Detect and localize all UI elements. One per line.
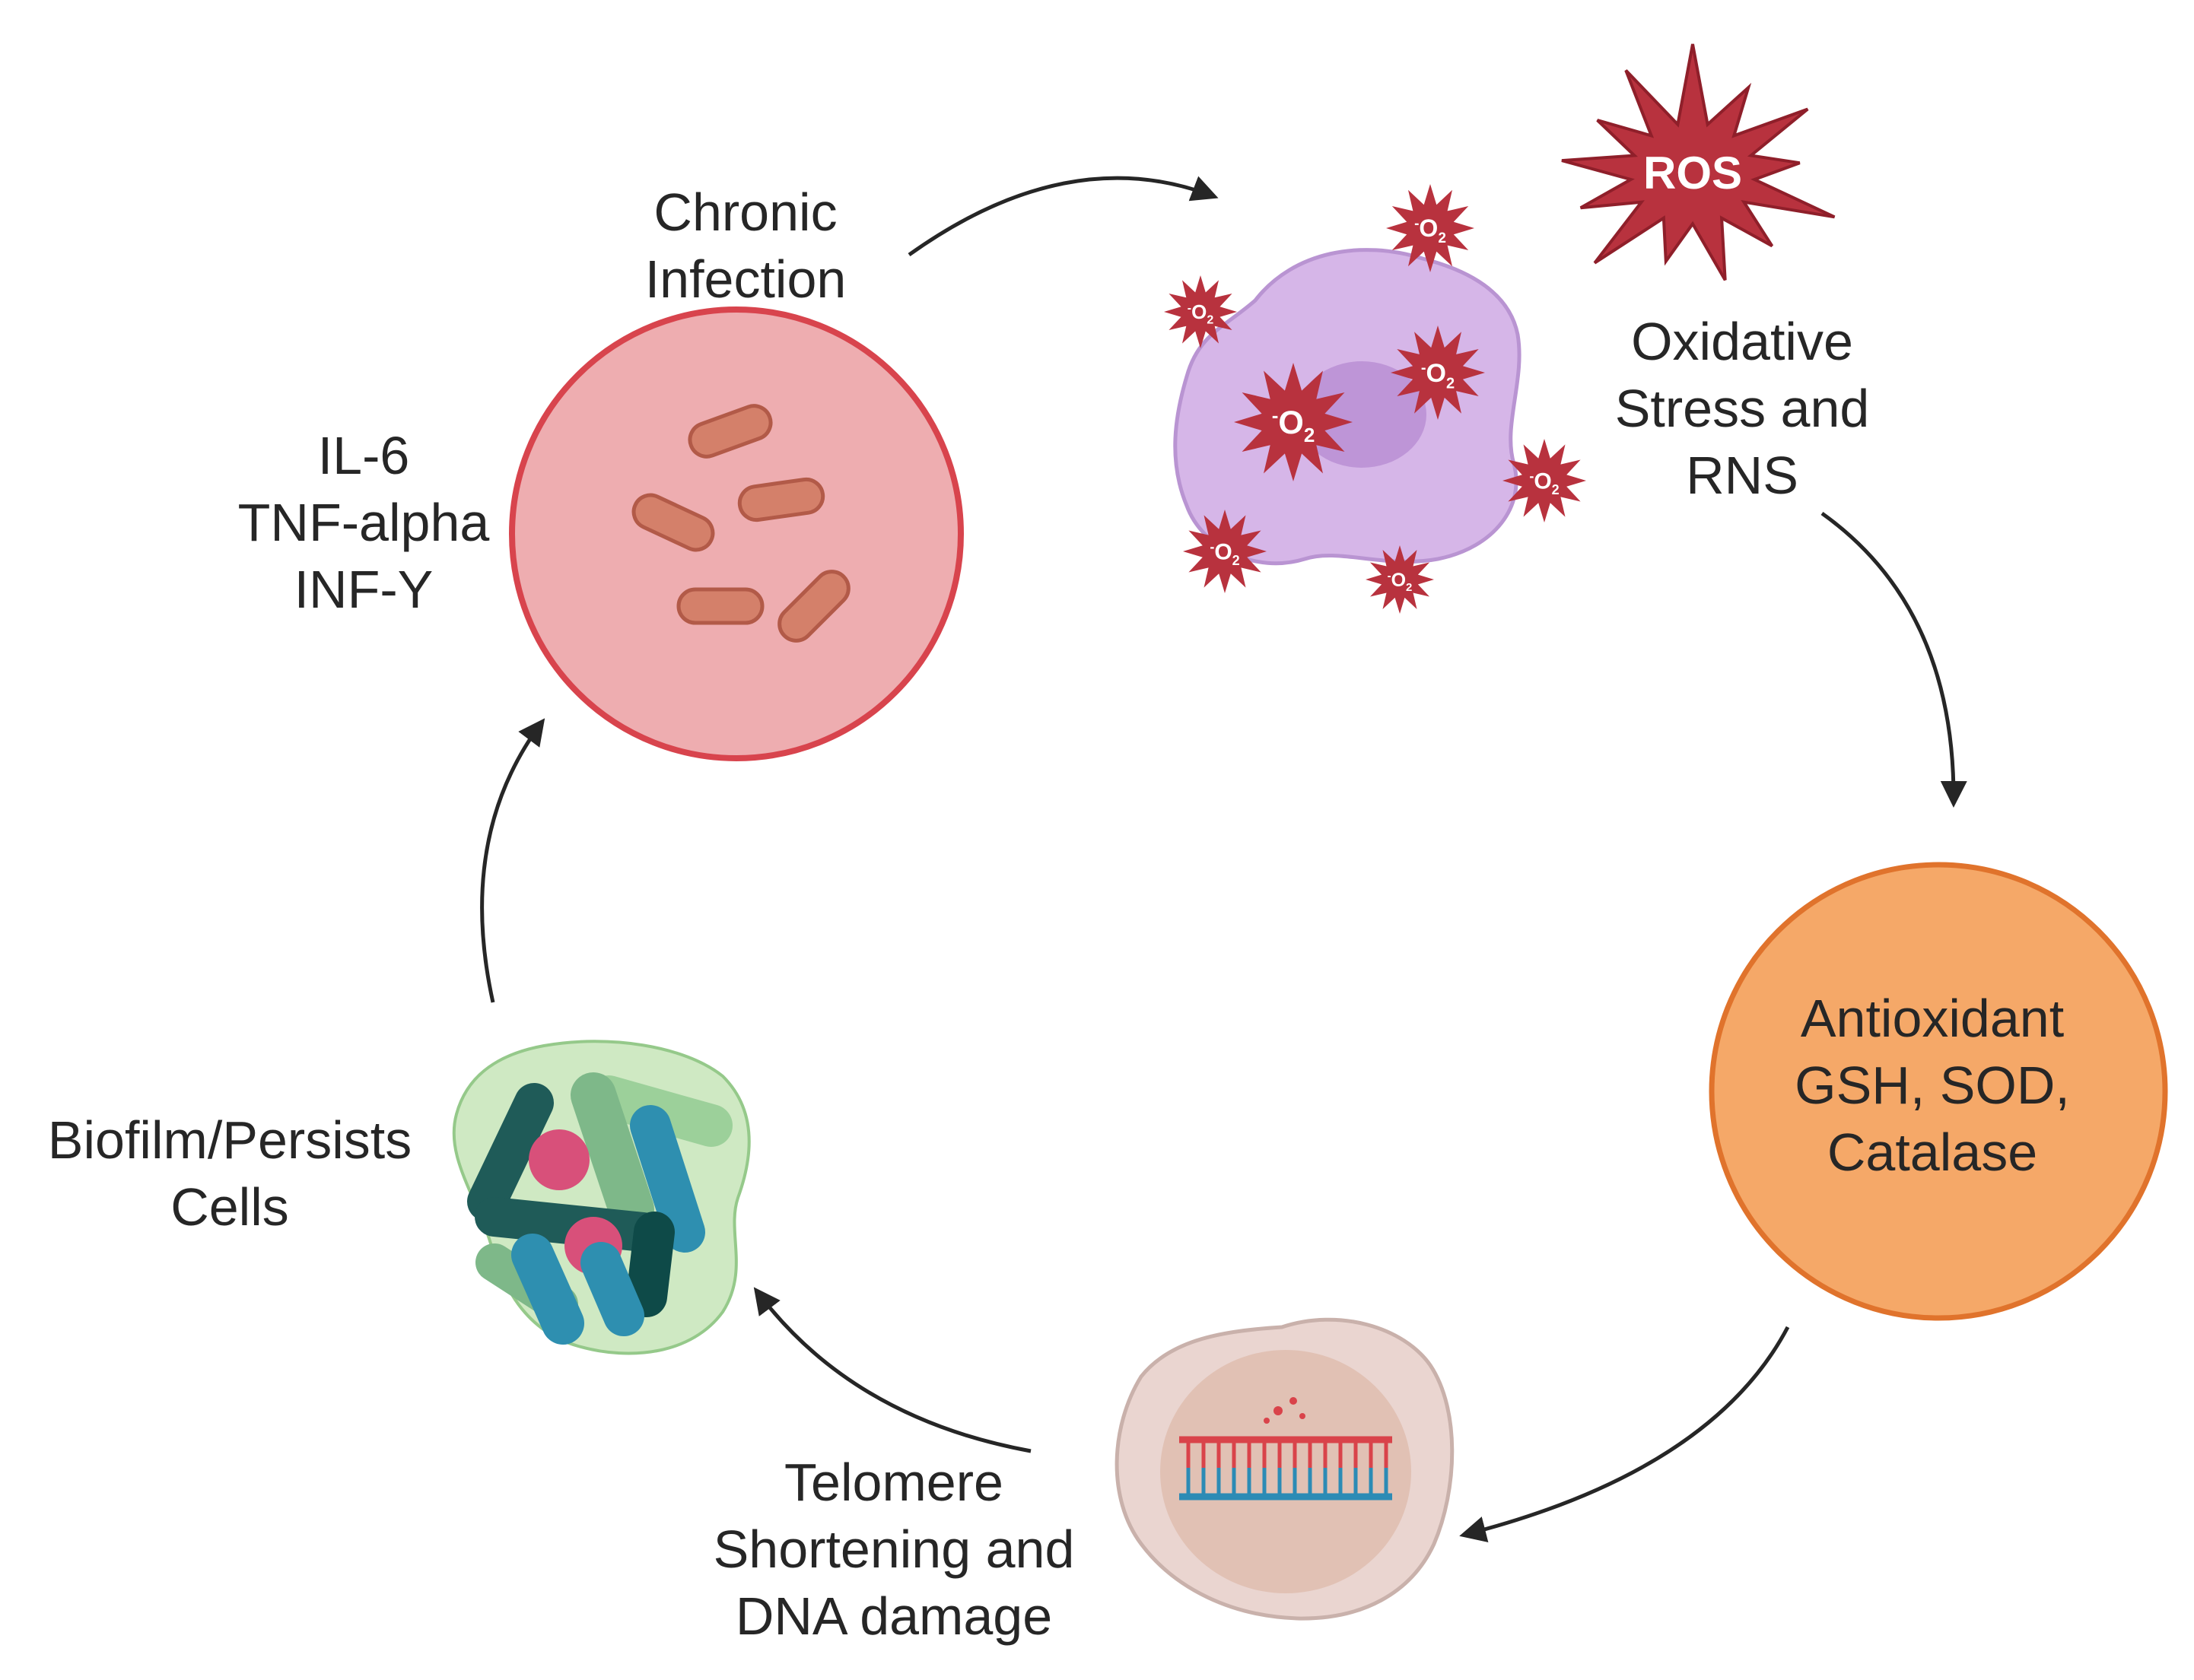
telomere-cell-icon [1114,1317,1455,1621]
oxidative-stress-label-line-1: Oxidative [1631,312,1853,371]
biofilm-label-line-2: Cells [170,1177,289,1237]
superoxide-radical-icon [1164,275,1237,348]
cytokines-label: IL-6 TNF-alpha INF-Y [238,422,490,623]
chronic-infection-label-line-1: Chronic [653,183,838,242]
superoxide-radical-icon [1366,545,1434,614]
biofilm-cluster-icon [452,1040,751,1355]
arrow-telomere-to-biofilm [753,1287,1032,1453]
superoxide-radical-icon [1234,363,1353,481]
superoxide-radical-icon [1183,510,1267,593]
superoxide-radicals: -O2 -O2 -O2 -O2 -O2 -O2 -O2 [1164,184,1586,614]
chronic-infection-label: Chronic Infection [645,179,847,313]
biofilm-label-line-1: Biofilm/Persists [47,1110,412,1170]
superoxide-radical-icon [1502,439,1586,522]
antioxidant-label-line-3: Catalase [1827,1123,2038,1182]
biofilm-label: Biofilm/Persists Cells [48,1107,412,1240]
ros-burst-icon [1561,43,1836,281]
telomere-label-line-2: Shortening and [713,1520,1075,1579]
arrow-antioxidant-to-telomere [1459,1326,1790,1543]
superoxide-radical-icon [1386,184,1474,272]
superoxide-label: -O2 [1272,404,1315,446]
chronic-infection-label-line-2: Infection [644,249,847,309]
antioxidant-label: Antioxidant GSH, SOD, Catalase [1795,985,2070,1186]
arrow-infection-to-ros [908,176,1219,257]
telomere-label-line-1: Telomere [784,1453,1003,1512]
ros-burst-shape [1561,43,1836,281]
superoxide-label: -O2 [1388,570,1413,594]
superoxide-label: -O2 [1421,359,1455,392]
antioxidant-label-line-2: GSH, SOD, [1795,1056,2070,1115]
oxidative-stress-label-line-2: Stress and [1614,379,1870,438]
superoxide-label: -O2 [1414,214,1446,246]
cytokines-label-line-1: IL-6 [317,426,410,485]
oxidative-stress-label: Oxidative Stress and RNS [1615,308,1870,509]
antioxidant-label-line-1: Antioxidant [1800,989,2065,1048]
cytokines-label-line-2: TNF-alpha [237,493,490,552]
superoxide-label: -O2 [1210,539,1239,568]
oxidative-stress-label-line-3: RNS [1686,446,1798,505]
arrow-ros-to-antioxidant [1820,511,1967,808]
ros-badge-text: ROS [1643,148,1742,198]
superoxide-radical-icon [1391,326,1485,420]
antioxidant-circle-icon [1709,862,2168,1321]
superoxide-label: -O2 [1188,300,1214,327]
telomere-label-line-3: DNA damage [735,1586,1053,1646]
cytokines-label-line-3: INF-Y [294,560,434,619]
infection-cell-icon [509,306,964,761]
arrow-biofilm-to-infection [480,718,545,1003]
telomere-label: Telomere Shortening and DNA damage [714,1449,1075,1650]
superoxide-label: -O2 [1529,468,1559,497]
